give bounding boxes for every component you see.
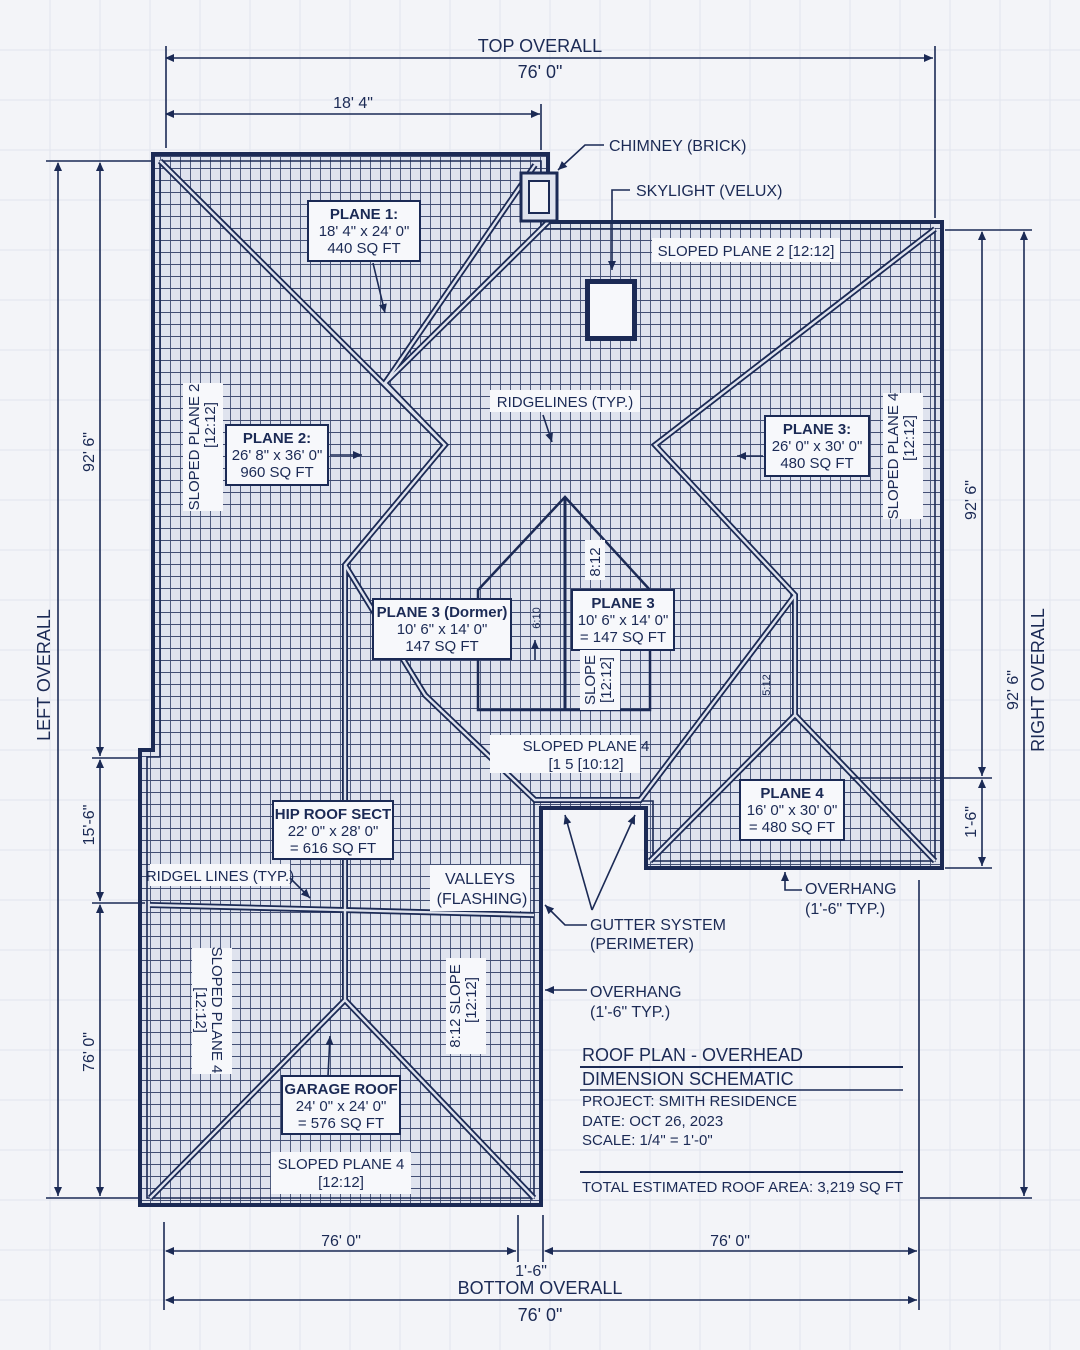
hip-dims: 22' 0" x 28' 0" — [288, 823, 379, 840]
plane2-area: 960 SQ FT — [240, 464, 313, 481]
plane-labels: PLANE 1: 18' 4" x 24' 0" 440 SQ FT PLANE… — [232, 206, 863, 1132]
top-overall-title: TOP OVERALL — [478, 36, 602, 56]
valleys-line1: VALLEYS — [445, 871, 515, 888]
plane4-name: PLANE 4 — [760, 785, 824, 802]
plane3-dims: 10' 6" x 14' 0" — [578, 612, 669, 629]
valleys-line2: (FLASHING) — [437, 891, 528, 908]
dormer-slope-b: [12:12] — [598, 657, 615, 703]
hip-area: = 616 SQ FT — [290, 840, 376, 857]
gutter-callout-line1: GUTTER SYSTEM — [590, 917, 726, 934]
sloped-plane-4-left-a: SLOPED PLANE 4 — [208, 947, 225, 1074]
left-upper-value: 92' 6" — [81, 432, 98, 472]
bottom-overall-value: 76' 0" — [518, 1305, 563, 1325]
plane2-name: PLANE 2: — [243, 430, 311, 447]
sloped-plane-4-center-b: [1 5 [10:12] — [548, 756, 623, 773]
plane4-area: = 480 SQ FT — [749, 819, 835, 836]
slope-labels: SLOPED PLANE 2 [12:12] SLOPED PLANE 2 [1… — [186, 243, 918, 1191]
garage-area: = 576 SQ FT — [298, 1115, 384, 1132]
dormer-area: 147 SQ FT — [405, 638, 478, 655]
sloped-plane-4-center-a: SLOPED PLANE 4 — [523, 738, 650, 755]
ridgelines-left-callout: RIDGEL LINES (TYP.) — [146, 868, 294, 885]
chimney-callout: CHIMNEY (BRICK) — [609, 138, 747, 155]
plane3-right-name: PLANE 3: — [783, 421, 851, 438]
bottom-left-value: 76' 0" — [321, 1233, 361, 1250]
ridgelines-top-callout: RIDGELINES (TYP.) — [497, 394, 633, 411]
bottom-gap-value: 1'-6" — [515, 1263, 547, 1280]
plane3-area: = 147 SQ FT — [580, 629, 666, 646]
title-block: ROOF PLAN - OVERHEAD DIMENSION SCHEMATIC… — [582, 1045, 903, 1196]
slope-812-b: [12:12] — [463, 977, 480, 1023]
slope-812-a: 8:12 SLOPE — [447, 964, 464, 1047]
dimension-lines — [46, 46, 1032, 1310]
sloped-plane-4-bottom-b: [12:12] — [318, 1174, 364, 1191]
sloped-plane-4-right-b: [12:12] — [901, 415, 918, 461]
sloped-plane-2-top: SLOPED PLANE 2 [12:12] — [658, 243, 835, 260]
top-overall-value: 76' 0" — [518, 62, 563, 82]
left-overall-title: LEFT OVERALL — [34, 609, 54, 741]
garage-dims: 24' 0" x 24' 0" — [296, 1098, 387, 1115]
plane1-name: PLANE 1: — [330, 206, 398, 223]
dimension-texts: TOP OVERALL 76' 0" 18' 4" LEFT OVERALL 9… — [34, 36, 1048, 1325]
dormer-dims: 10' 6" x 14' 0" — [397, 621, 488, 638]
chimney — [519, 171, 559, 223]
plane3-right-dims: 26' 0" x 30' 0" — [772, 438, 863, 455]
sloped-plane-4-right-a: SLOPED PLANE 4 — [885, 393, 902, 520]
overhang-right-line1: OVERHANG — [805, 881, 897, 898]
dormer-small-mark: 6:10 — [531, 607, 543, 628]
sloped-plane-4-bottom-a: SLOPED PLANE 4 — [278, 1156, 405, 1173]
top-segment-value: 18' 4" — [333, 95, 373, 112]
dormer-name: PLANE 3 (Dormer) — [377, 604, 508, 621]
left-middle-value: 15'-6" — [81, 805, 98, 846]
hip-name: HIP ROOF SECT — [275, 806, 391, 823]
right-lower-value: 1'-6" — [963, 806, 980, 838]
plane3-name: PLANE 3 — [591, 595, 654, 612]
right-outer-value: 92' 6" — [1005, 670, 1022, 710]
leader-lines — [289, 144, 802, 1077]
overhang-mid-line1: OVERHANG — [590, 984, 682, 1001]
dormer-slope-a: SLOPE — [582, 655, 599, 705]
right-overall-title: RIGHT OVERALL — [1028, 608, 1048, 752]
plane3-right-area: 480 SQ FT — [780, 455, 853, 472]
skylight — [585, 279, 637, 341]
titleblock-project: PROJECT: SMITH RESIDENCE — [582, 1093, 797, 1110]
garage-name: GARAGE ROOF — [284, 1081, 397, 1098]
plane4-dims: 16' 0" x 30' 0" — [747, 802, 838, 819]
titleblock-date: DATE: OCT 26, 2023 — [582, 1113, 723, 1130]
callouts: CHIMNEY (BRICK) SKYLIGHT (VELUX) GUTTER … — [146, 138, 897, 1021]
plane1-dims: 18' 4" x 24' 0" — [319, 223, 410, 240]
titleblock-scale: SCALE: 1/4" = 1'-0" — [582, 1132, 713, 1149]
left-lower-value: 76' 0" — [81, 1032, 98, 1072]
overhang-mid-line2: (1'-6" TYP.) — [590, 1004, 670, 1021]
skylight-callout: SKYLIGHT (VELUX) — [636, 183, 782, 200]
overhang-right-line2: (1'-6" TYP.) — [805, 901, 885, 918]
title-block-lines — [580, 1066, 903, 1173]
plane2-dims: 26' 8" x 36' 0" — [232, 447, 323, 464]
sloped-plane-2-left-a: SLOPED PLANE 2 — [186, 384, 203, 511]
sloped-plane-4-left-b: [12:12] — [192, 987, 209, 1033]
titleblock-total: TOTAL ESTIMATED ROOF AREA: 3,219 SQ FT — [582, 1179, 903, 1196]
titleblock-line2: DIMENSION SCHEMATIC — [582, 1069, 794, 1089]
bottom-overall-title: BOTTOM OVERALL — [458, 1278, 623, 1298]
gutter-callout-line2: (PERIMETER) — [590, 936, 694, 953]
sloped-plane-2-left-b: [12:12] — [202, 402, 219, 448]
right-small-mark: 5:12 — [761, 674, 773, 695]
label-boxes — [150, 200, 923, 1194]
dormer-ratio: 8:12 — [587, 547, 604, 576]
ridgelines — [147, 158, 938, 1201]
titleblock-line1: ROOF PLAN - OVERHEAD — [582, 1045, 803, 1065]
bottom-right-value: 76' 0" — [710, 1233, 750, 1250]
plane1-area: 440 SQ FT — [327, 240, 400, 257]
right-inner-value: 92' 6" — [963, 480, 980, 520]
